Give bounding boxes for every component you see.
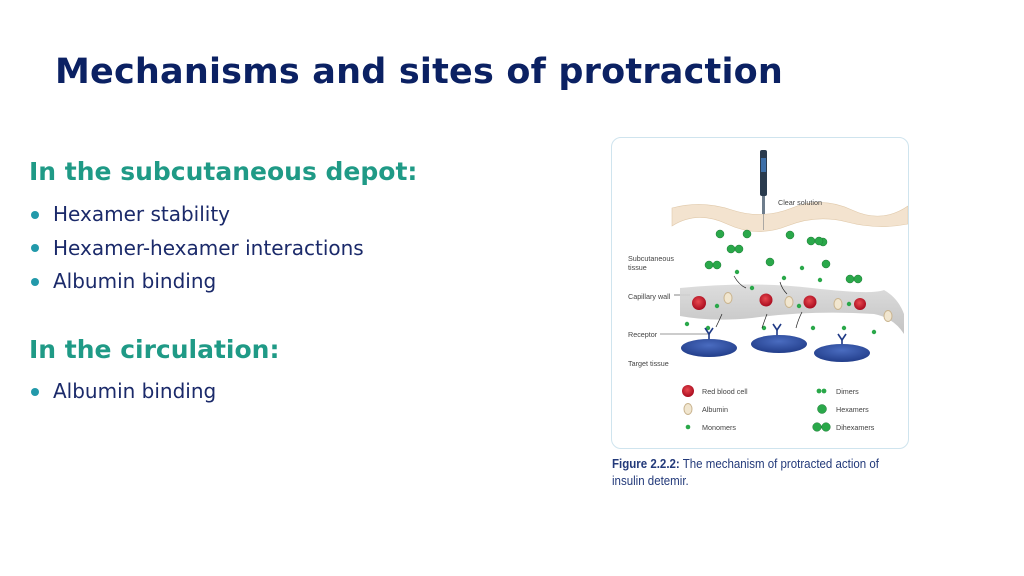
dihexamer-icon [734,244,744,254]
monomer-icon [749,285,755,291]
receptor-label: Receptor [628,330,658,339]
monomer-icon [684,321,690,327]
legend-red-blood-cell: Red blood cell [702,387,748,396]
albumin-icon [683,403,693,415]
dihexamer-icon [853,274,863,284]
legend-monomers: Monomers [702,423,736,432]
dimer-icon [816,388,822,394]
monomer-icon [705,325,711,331]
albumin-icon [833,298,843,310]
bullet-item: Albumin binding [29,375,216,409]
red-blood-cell-icon [682,385,694,397]
monomer-icon [817,277,823,283]
albumin-icon [883,310,893,322]
monomer-icon [781,275,787,281]
bullet-list-circulation: Albumin binding [29,375,216,409]
skin-layer [671,202,908,232]
mechanism-diagram: Clear solution Subcutaneous tissue Capil… [628,150,908,432]
clear-solution-label: Clear solution [778,198,822,207]
dimer-icon [821,388,827,394]
hexamer-icon [821,259,831,269]
figure-caption-number: Figure 2.2.2: [612,457,680,471]
monomer-icon [841,325,847,331]
bullet-item: Hexamer-hexamer interactions [29,232,364,266]
subcutaneous-tissue-label-1: Subcutaneous [628,254,674,263]
bullet-dot-icon [31,387,39,396]
red-blood-cell-icon [692,296,706,310]
section-heading-circulation: In the circulation: [29,335,280,364]
hexamer-icon [715,229,725,239]
hexamer-icon [817,404,827,414]
bullet-dot-icon [31,210,39,219]
hexamer-icon [765,257,775,267]
albumin-icon [784,296,794,308]
target-tissue-cell [751,335,807,353]
monomer-icon [796,303,802,309]
dihexamer-icon [704,260,714,270]
monomer-icon [761,325,767,331]
monomer-icon [799,265,805,271]
section-heading-subcutaneous: In the subcutaneous depot: [29,157,418,186]
target-tissue-cell [814,344,870,362]
figure-caption: Figure 2.2.2: The mechanism of protracte… [612,456,888,490]
bullet-text: Hexamer-hexamer interactions [53,235,364,260]
albumin-icon [723,292,733,304]
dihexamer-icon [845,274,855,284]
target-tissue-cell [681,339,737,357]
dihexamer-icon [712,260,722,270]
bullet-text: Albumin binding [53,379,217,403]
bullet-dot-icon [31,244,39,253]
red-blood-cell-icon [759,293,773,307]
monomer-icon [810,325,816,331]
dihexamer-icon [726,244,736,254]
monomer-icon [685,424,691,430]
hexamer-icon [742,229,752,239]
bullet-dot-icon [31,277,39,286]
target-tissue-label: Target tissue [628,359,669,368]
legend-dihexamers: Dihexamers [836,423,875,432]
monomer-icon [714,303,720,309]
monomer-icon [846,301,852,307]
dihexamer-icon [812,422,822,432]
bullet-text: Hexamer stability [53,202,231,226]
monomer-icon [734,269,740,275]
dihexamer-icon [821,422,831,432]
bullet-item: Albumin binding [29,265,364,299]
figure-caption-text: The mechanism of protracted action of in… [612,457,879,488]
monomer-icon [871,329,877,335]
capillary-wall-label: Capillary wall [628,292,671,301]
capillary-vessel [680,284,904,334]
legend-dimers: Dimers [836,387,859,396]
bullet-item: Hexamer stability [29,198,364,232]
dihexamer-icon [806,236,816,246]
mechanism-figure: Clear solution Subcutaneous tissue Capil… [611,137,909,449]
legend-albumin: Albumin [702,405,728,414]
red-blood-cell-icon [803,295,817,309]
bullet-list-subcutaneous: Hexamer stability Hexamer-hexamer intera… [29,198,364,299]
dihexamer-icon [814,236,824,246]
bullet-text: Albumin binding [53,269,217,293]
red-blood-cell-icon [854,298,866,310]
legend-hexamers: Hexamers [836,405,869,414]
hexamer-icon [785,230,795,240]
insulin-pen-icon [760,150,767,230]
slide-title: Mechanisms and sites of protraction [55,52,784,92]
legend: Red blood cell Albumin Monomers Dimers H… [682,385,875,432]
subcutaneous-tissue-label-2: tissue [628,263,647,272]
